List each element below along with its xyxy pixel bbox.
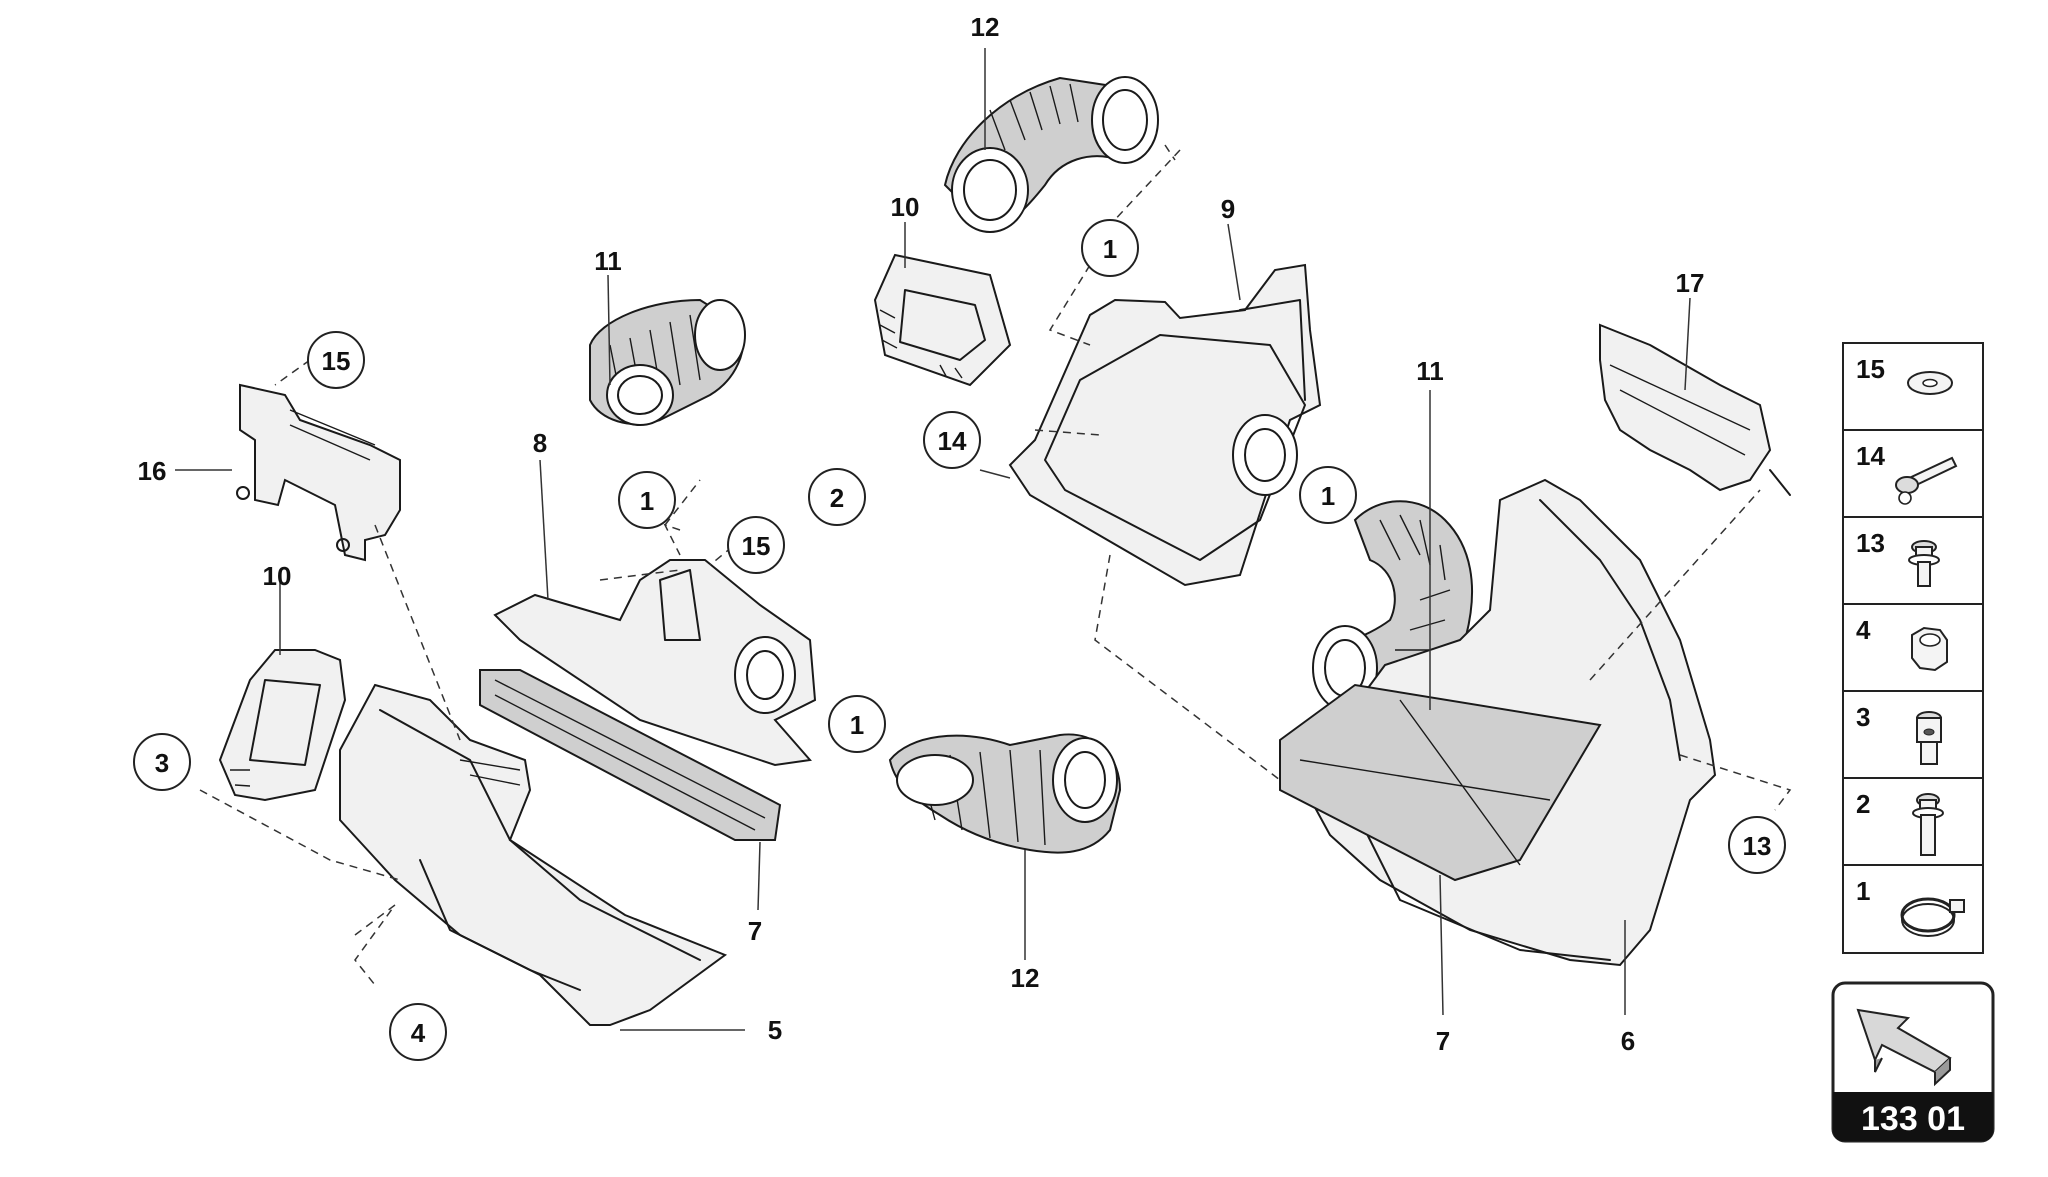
air-filter-element-right bbox=[1279, 683, 1602, 882]
callout-5: 5 bbox=[768, 1015, 782, 1045]
callout-7-right: 7 bbox=[1436, 1026, 1450, 1056]
svg-text:4: 4 bbox=[1856, 615, 1871, 645]
legend-row-3: 3 bbox=[1856, 702, 1942, 765]
callout-7-left: 7 bbox=[748, 916, 762, 946]
callout-16: 16 bbox=[138, 456, 167, 486]
svg-text:3: 3 bbox=[155, 748, 169, 778]
callout-1-right: 1 bbox=[1299, 466, 1357, 524]
legend-row-2: 2 bbox=[1856, 789, 1944, 856]
hex-nut-icon bbox=[1911, 626, 1948, 672]
legend-row-14: 14 bbox=[1856, 441, 1958, 505]
flange-bolt-icon bbox=[1912, 793, 1944, 856]
legend-row-4: 4 bbox=[1856, 615, 1948, 672]
reference-code: 133 01 bbox=[1861, 1100, 1965, 1138]
callout-14: 14 bbox=[923, 411, 981, 469]
callout-8: 8 bbox=[533, 428, 547, 458]
svg-text:14: 14 bbox=[1856, 441, 1885, 471]
long-bolt-icon bbox=[1895, 456, 1958, 505]
callout-1-midleft: 1 bbox=[618, 471, 676, 529]
hose-clamp-icon bbox=[1900, 897, 1965, 937]
stud-bolt-icon bbox=[1916, 711, 1942, 765]
lower-airbox-housing bbox=[339, 683, 728, 1026]
flange-screw-icon bbox=[1908, 540, 1940, 587]
svg-text:13: 13 bbox=[1856, 528, 1885, 558]
svg-text:1: 1 bbox=[1321, 481, 1335, 511]
upper-airbox bbox=[1008, 263, 1322, 587]
air-filter-element-left bbox=[479, 669, 782, 841]
sensor-module-left bbox=[218, 649, 347, 802]
callout-11-right: 11 bbox=[1416, 356, 1444, 386]
callout-1-lower: 1 bbox=[828, 695, 886, 753]
intake-hose-middle bbox=[589, 298, 746, 426]
callout-11-mid: 11 bbox=[594, 246, 622, 276]
leader-lines bbox=[175, 48, 1691, 1031]
callouts: 12 10 9 11 16 10 8 11 17 7 12 5 7 6 bbox=[138, 12, 1705, 1056]
callout-17: 17 bbox=[1676, 268, 1705, 298]
callout-13: 13 bbox=[1728, 816, 1786, 874]
legend-row-13: 13 bbox=[1856, 528, 1940, 587]
legend-row-15: 15 bbox=[1856, 354, 1953, 395]
callout-3: 3 bbox=[133, 733, 191, 791]
svg-text:4: 4 bbox=[411, 1018, 426, 1048]
svg-text:1: 1 bbox=[850, 710, 864, 740]
airbox-lid bbox=[493, 559, 817, 767]
svg-text:2: 2 bbox=[830, 483, 844, 513]
washer-icon bbox=[1907, 371, 1953, 395]
callout-10-top: 10 bbox=[891, 192, 920, 222]
callout-12-bottom: 12 bbox=[1011, 963, 1040, 993]
callout-2: 2 bbox=[808, 468, 866, 526]
callout-4: 4 bbox=[389, 1003, 447, 1061]
svg-text:14: 14 bbox=[938, 426, 967, 456]
mounting-bracket-left bbox=[236, 383, 401, 562]
svg-text:13: 13 bbox=[1743, 831, 1772, 861]
fastener-legend: 15 14 13 4 bbox=[1842, 342, 1984, 954]
callout-1-top: 1 bbox=[1081, 219, 1139, 277]
intake-hose-top bbox=[943, 76, 1159, 233]
intake-hose-bottom bbox=[888, 733, 1122, 854]
svg-text:1: 1 bbox=[640, 486, 654, 516]
circled-callouts: 1 15 1 2 15 14 1 3 bbox=[133, 219, 1786, 1061]
svg-text:3: 3 bbox=[1856, 702, 1870, 732]
callout-15-left: 15 bbox=[307, 331, 365, 389]
legend-row-1: 1 bbox=[1856, 876, 1965, 937]
callout-9: 9 bbox=[1221, 194, 1235, 224]
callout-12-top: 12 bbox=[971, 12, 1000, 42]
svg-text:15: 15 bbox=[322, 346, 351, 376]
mounting-bracket-right bbox=[1599, 323, 1791, 496]
svg-text:1: 1 bbox=[1856, 876, 1870, 906]
callout-15-mid: 15 bbox=[727, 516, 785, 574]
callout-10-left: 10 bbox=[263, 561, 292, 591]
reference-box: 133 01 bbox=[1831, 981, 1995, 1143]
callout-6: 6 bbox=[1621, 1026, 1635, 1056]
svg-text:1: 1 bbox=[1103, 234, 1117, 264]
svg-text:2: 2 bbox=[1856, 789, 1870, 819]
svg-text:15: 15 bbox=[1856, 354, 1885, 384]
sensor-module-top bbox=[873, 253, 1012, 387]
direction-arrow-icon bbox=[1856, 1008, 1952, 1087]
svg-text:15: 15 bbox=[742, 531, 771, 561]
